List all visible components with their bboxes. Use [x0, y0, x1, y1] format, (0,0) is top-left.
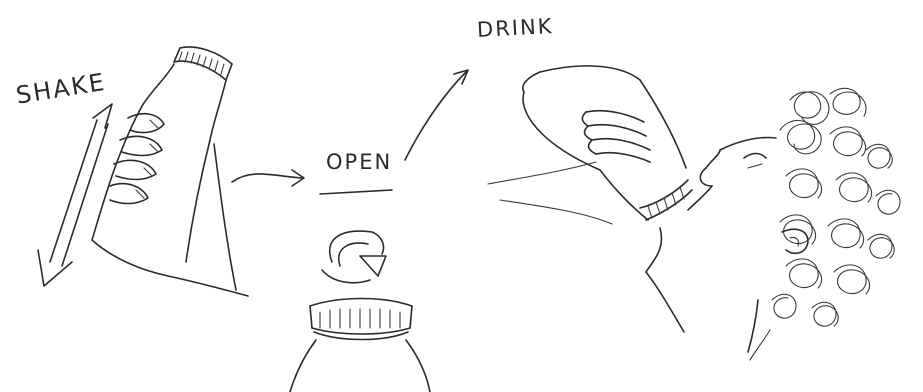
step-label-drink: DRINK: [476, 14, 554, 42]
arrow-shake-to-open: [232, 170, 304, 186]
shake-double-arrow: [38, 104, 112, 286]
step-label-open: OPEN: [326, 150, 392, 174]
arrow-open-to-drink: [405, 70, 468, 160]
open-underline: [320, 190, 392, 194]
open-bottle-with-cap: [290, 231, 430, 392]
drinking-face: [646, 138, 776, 353]
shake-bottle-in-hand: [92, 47, 248, 296]
curly-hair: [750, 88, 900, 360]
drink-bottle: [488, 66, 692, 224]
